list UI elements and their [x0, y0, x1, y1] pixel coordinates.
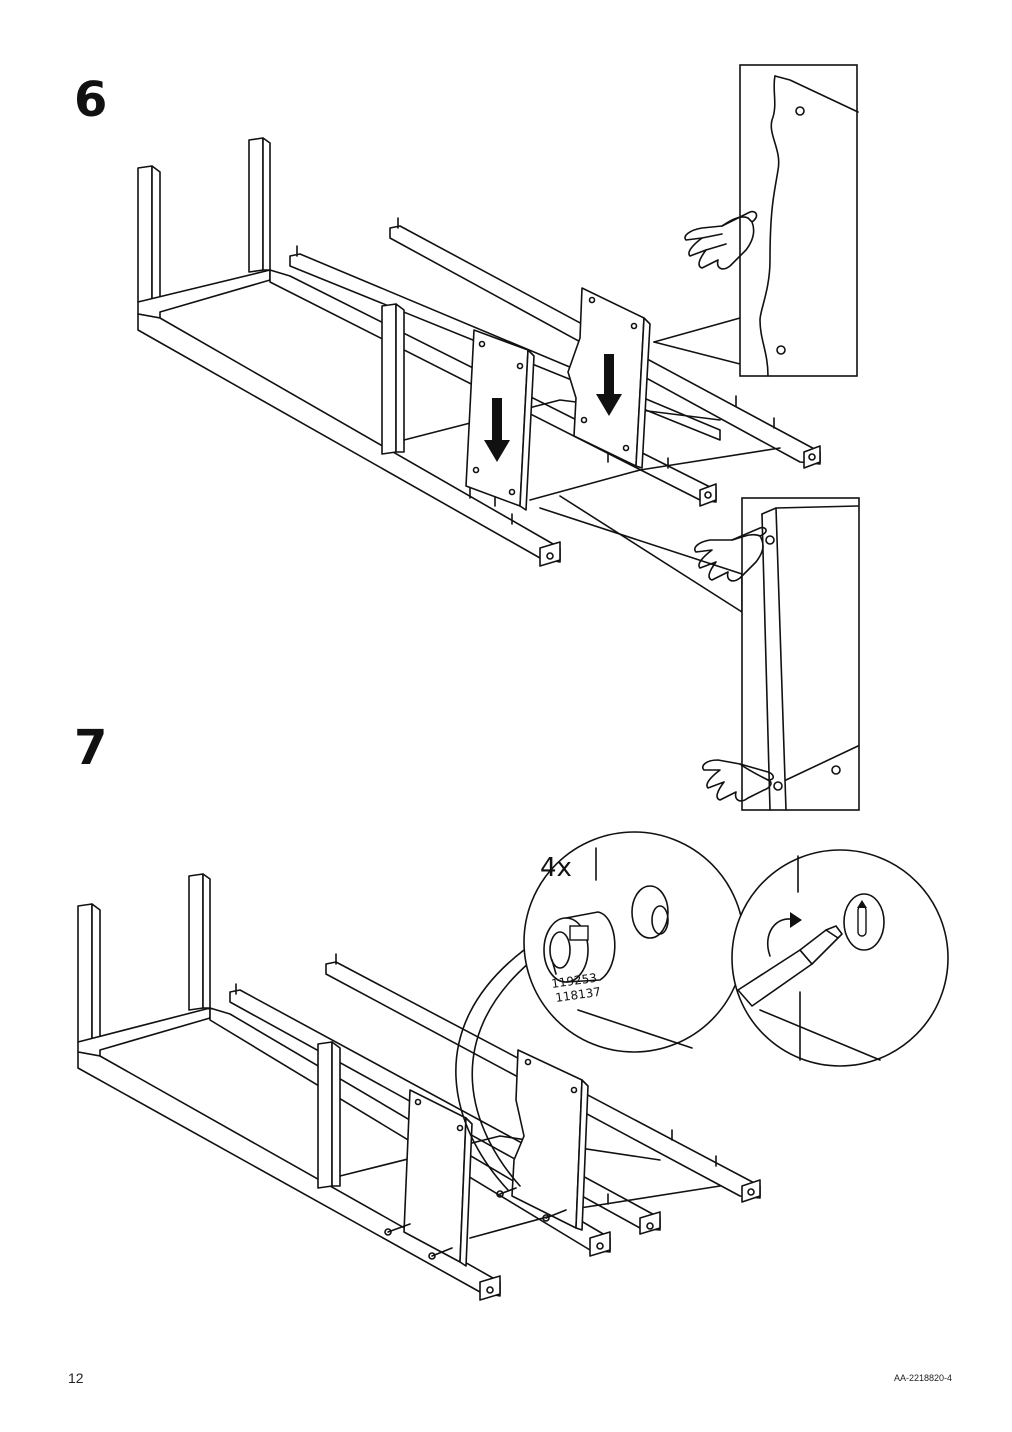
down-arrow-icon	[596, 354, 622, 416]
step-6-detail-bottom	[694, 497, 860, 811]
screwdriver-icon	[737, 925, 843, 1007]
part-number-119253: 119253	[550, 971, 597, 991]
page-number: 12	[68, 1370, 84, 1386]
down-arrow-icon	[484, 398, 510, 462]
document-code: AA-2218820-4	[893, 1373, 952, 1383]
step-6-rear-panel	[567, 287, 651, 469]
cam-lock-fitting-icon	[543, 911, 616, 983]
screwdriver-detail	[731, 849, 949, 1067]
part-number-118137: 118137	[554, 985, 601, 1005]
quantity-label: 4x	[540, 853, 572, 883]
hand-pointing-icon	[702, 759, 775, 802]
step-7-rear-panel	[496, 1049, 589, 1231]
hand-pointing-icon	[694, 526, 767, 582]
step-6-number: 6	[74, 72, 108, 128]
step-6-front-panel	[465, 329, 535, 511]
hand-pointing-icon	[684, 210, 758, 270]
step-7-number: 7	[74, 720, 108, 776]
step-6-detail-top	[684, 64, 859, 377]
cam-lock-detail	[523, 831, 745, 1053]
step-7-front-panel	[384, 1089, 473, 1267]
